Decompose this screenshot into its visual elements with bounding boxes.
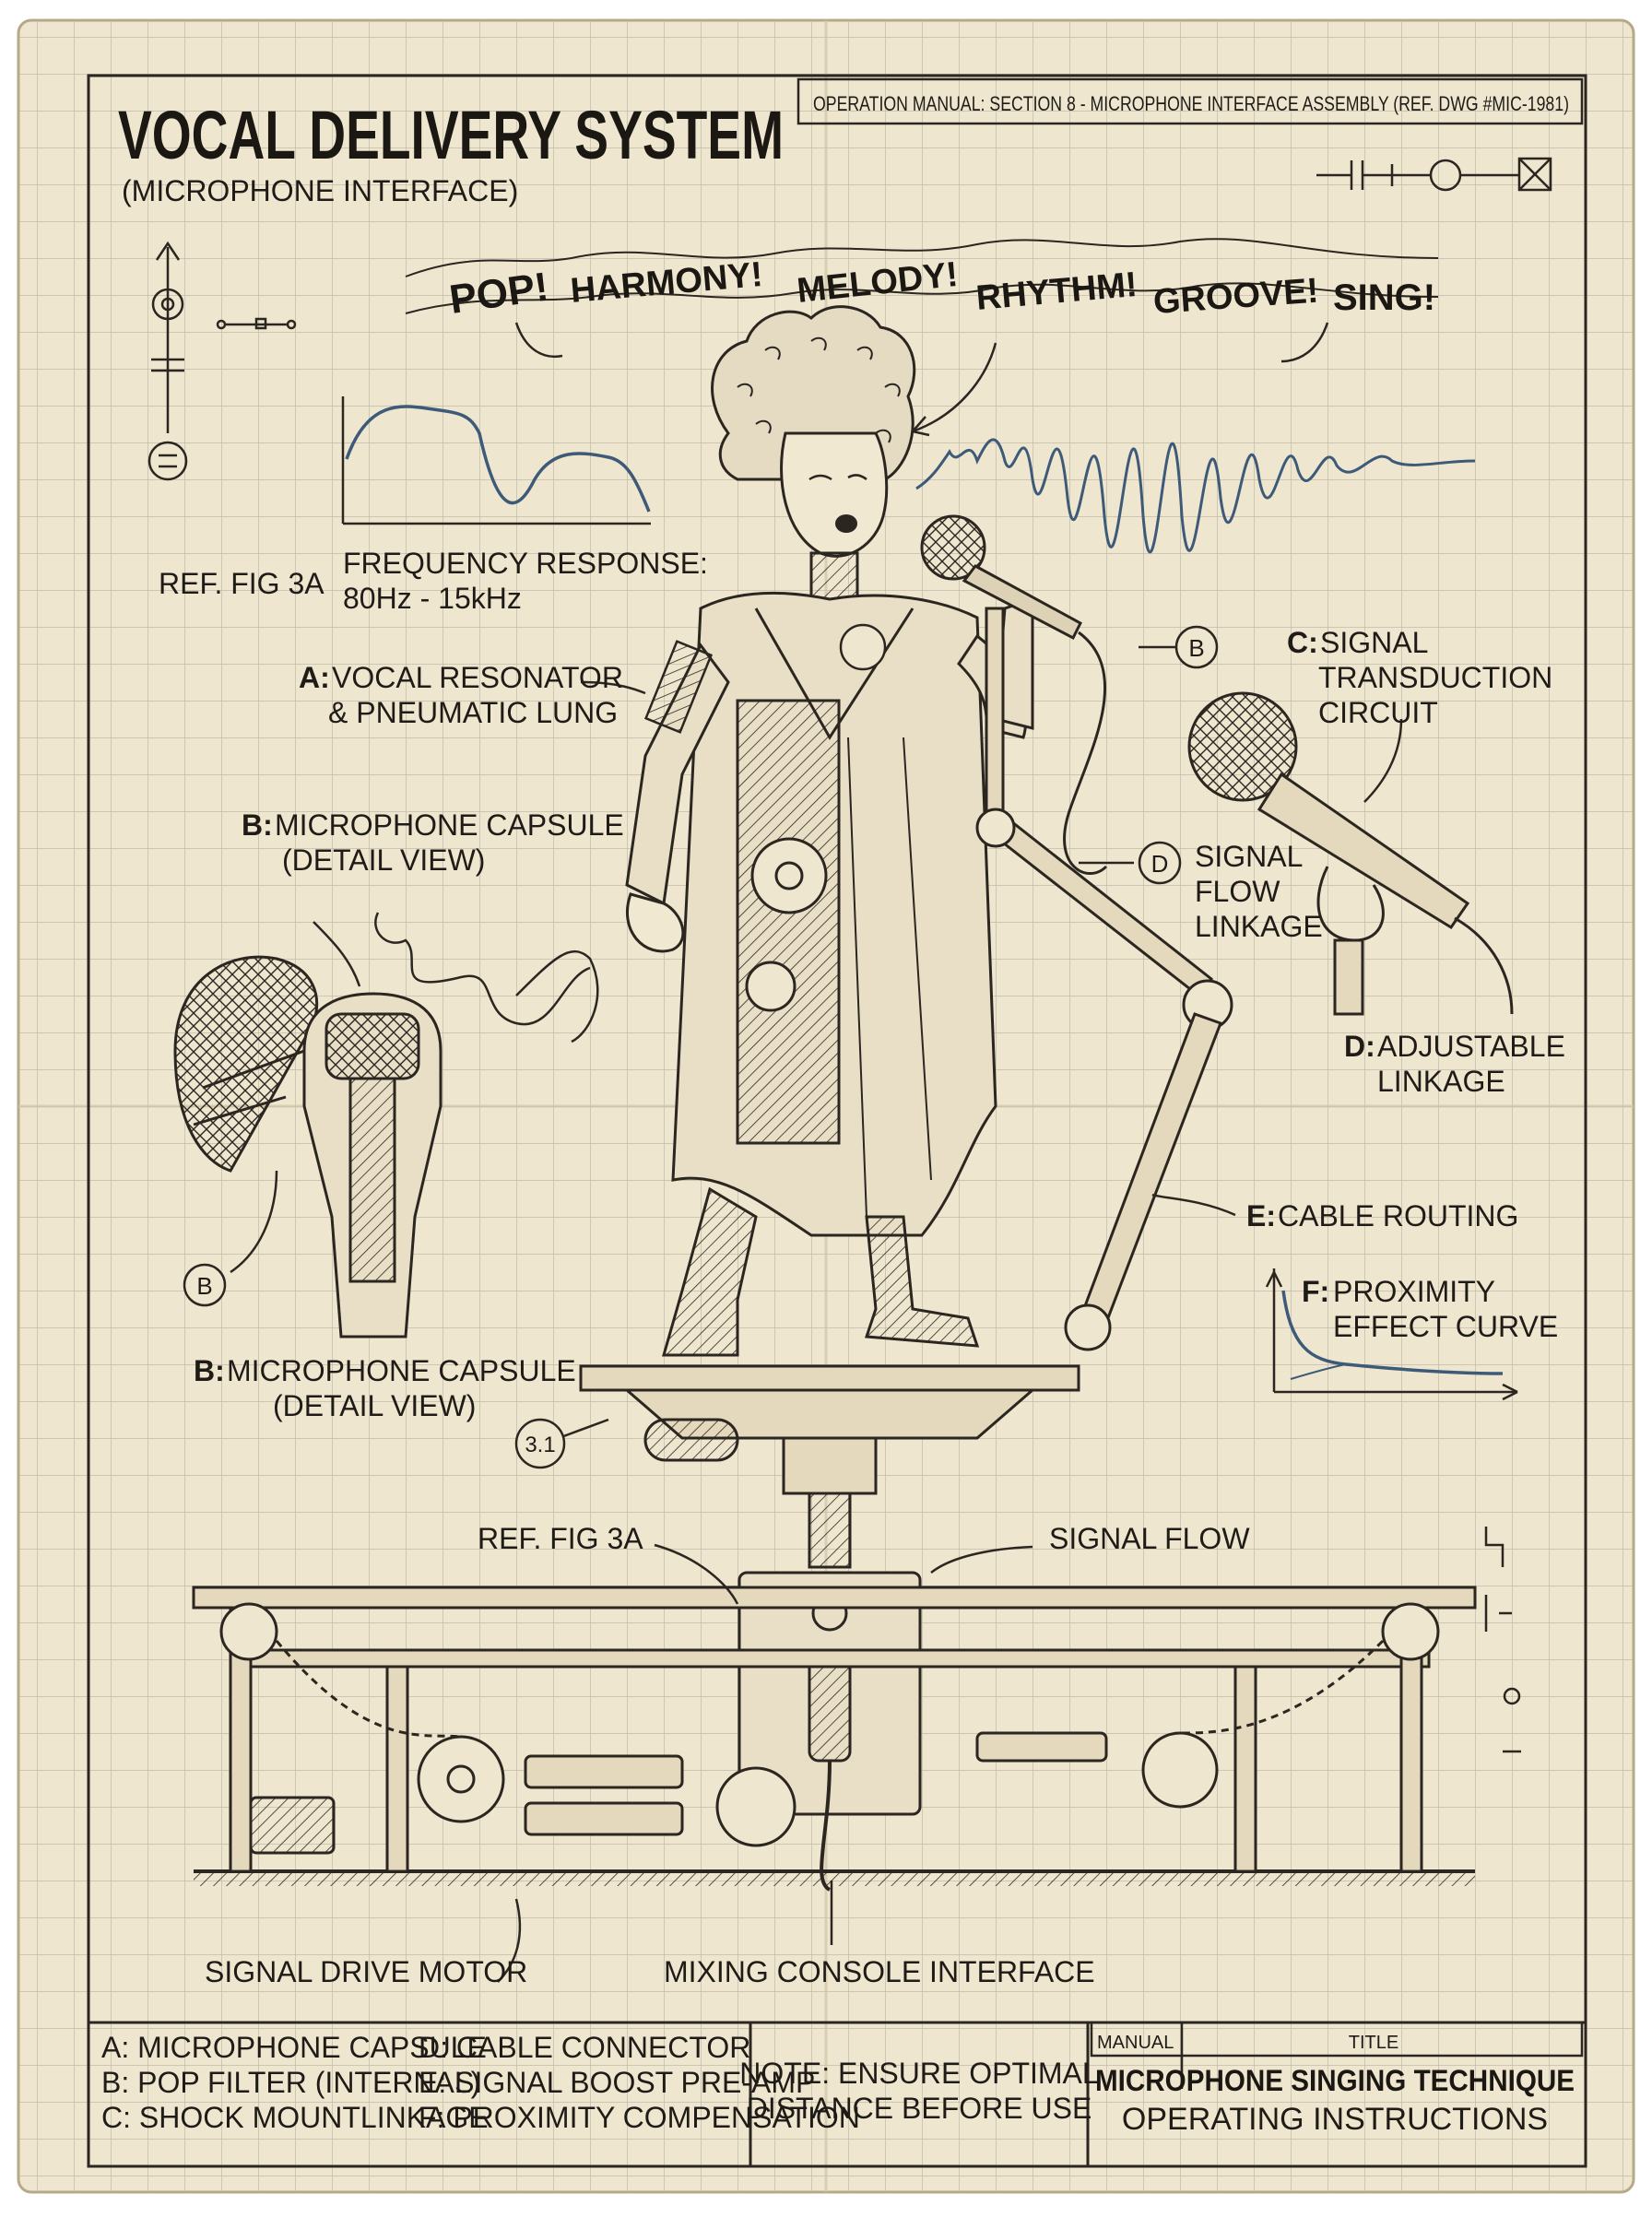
callout-mixing-console: MIXING CONSOLE INTERFACE <box>664 1955 1095 1988</box>
callout-c-line1: SIGNAL <box>1320 626 1428 659</box>
sheet-border <box>87 74 1587 2168</box>
mic-cable <box>1063 631 1108 875</box>
callout-f-key: F: <box>1302 1275 1329 1308</box>
boom-stand-arm <box>975 607 1233 1351</box>
callout-b-bottom-line2: (DETAIL VIEW) <box>273 1389 476 1422</box>
callout-b-bottom-key: B: <box>194 1354 225 1387</box>
manual-ref-text: OPERATION MANUAL: SECTION 8 - MICROPHONE… <box>813 92 1569 115</box>
callout-d-line1: ADJUSTABLE <box>1377 1030 1565 1063</box>
svg-text:3.1: 3.1 <box>525 1433 555 1457</box>
legend-item-b: B: POP FILTER (INTERNAL) <box>101 2066 480 2099</box>
callout-b-top-line1: MICROPHONE CAPSULE <box>275 808 624 842</box>
manual-ref-box <box>796 77 1584 125</box>
title-block-title: MICROPHONE SINGING TECHNIQUE <box>1095 2064 1575 2097</box>
marker-b-detail: B <box>183 1263 227 1307</box>
marker-ref-31: 3.1 <box>514 1418 566 1469</box>
mic-capsule-detail-view <box>173 912 599 1338</box>
callout-c-line2: TRANSDUCTION <box>1318 661 1552 694</box>
callout-e-key: E: <box>1246 1199 1276 1232</box>
callout-f-line1: PROXIMITY <box>1333 1275 1495 1308</box>
title-block-subtitle: OPERATING INSTRUCTIONS <box>1122 2102 1548 2137</box>
callout-b-top-key: B: <box>242 808 273 842</box>
callout-d-flow-line2: FLOW <box>1195 875 1280 908</box>
shock-mount-microphone-icon <box>1187 691 1514 1016</box>
circuit-symbol-icon <box>1316 157 1552 192</box>
frequency-response-graph <box>341 396 651 525</box>
callout-d-flow-line1: SIGNAL <box>1195 840 1303 873</box>
callout-a-line2: & PNEUMATIC LUNG <box>328 696 618 729</box>
cyborg-singer-illustration <box>625 305 1034 1357</box>
svg-text:D: D <box>1151 850 1169 878</box>
callout-e-text: CABLE ROUTING <box>1278 1199 1518 1232</box>
torso-gear <box>750 837 828 914</box>
freq-response-label: FREQUENCY RESPONSE: <box>343 547 708 580</box>
callout-d-flow-line3: LINKAGE <box>1195 910 1323 943</box>
page-title: VOCAL DELIVERY SYSTEM <box>118 97 784 173</box>
exclaim-sing: SING! <box>1333 277 1435 318</box>
callout-b-top-line2: (DETAIL VIEW) <box>282 843 485 877</box>
gear-left <box>417 1735 505 1823</box>
title-block-title-label: TITLE <box>1349 2033 1398 2053</box>
legend-item-d: D: CABLE CONNECTOR <box>419 2031 750 2064</box>
title-block-manual-label: MANUAL <box>1097 2033 1174 2053</box>
legend-item-c: C: SHOCK MOUNTLINKAGE <box>101 2101 489 2134</box>
callout-d-line2: LINKAGE <box>1377 1065 1505 1098</box>
callout-f-line2: EFFECT CURVE <box>1333 1310 1558 1343</box>
legend-item-e: E: SIGNAL BOOST PRE-AMP <box>419 2066 815 2099</box>
callout-a-line1: VOCAL RESONATOR <box>332 661 623 694</box>
signal-drive-motor-icon <box>249 1796 336 1855</box>
callout-c-key: C: <box>1287 626 1318 659</box>
handheld-microphone-icon <box>920 514 1082 641</box>
marker-b-arm: B <box>1174 625 1219 669</box>
side-schematic-icon <box>1484 1527 1521 1753</box>
callout-a-key: A: <box>299 661 330 694</box>
gear-right <box>1141 1731 1219 1809</box>
ref-fig-left: REF. FIG 3A <box>159 567 324 600</box>
proximity-effect-curve-graph <box>1265 1268 1518 1401</box>
marker-d-arm: D <box>1138 841 1182 885</box>
callout-c-line3: CIRCUIT <box>1318 696 1438 729</box>
machinery-base <box>192 1586 1477 1886</box>
svg-text:B: B <box>196 1272 212 1300</box>
callout-d-key: D: <box>1344 1030 1375 1063</box>
legend-item-f: F: PROXIMITY COMPENSATION <box>419 2101 860 2134</box>
page-subtitle: (MICROPHONE INTERFACE) <box>122 174 518 207</box>
svg-text:B: B <box>1188 634 1204 662</box>
callout-signal-drive-motor: SIGNAL DRIVE MOTOR <box>205 1955 527 1988</box>
note-line1: NOTE: ENSURE OPTIMAL <box>739 2057 1098 2090</box>
legend-block <box>88 2021 1586 2166</box>
note-line2: DISTANCE BEFORE USE <box>747 2092 1092 2125</box>
legend-item-a: A: MICROPHONE CAPSULE <box>101 2031 487 2064</box>
voice-waveform <box>915 438 1476 554</box>
freq-response-range: 80Hz - 15kHz <box>343 582 522 615</box>
ref-fig-center: REF. FIG 3A <box>478 1522 643 1555</box>
rotating-platform <box>579 1364 1080 1569</box>
leader-lines <box>230 645 1403 1983</box>
callout-b-bottom-line1: MICROPHONE CAPSULE <box>227 1354 576 1387</box>
schematic-symbols-icon <box>148 241 297 481</box>
callout-signal-flow: SIGNAL FLOW <box>1049 1522 1250 1555</box>
gear-center <box>715 1766 796 1847</box>
